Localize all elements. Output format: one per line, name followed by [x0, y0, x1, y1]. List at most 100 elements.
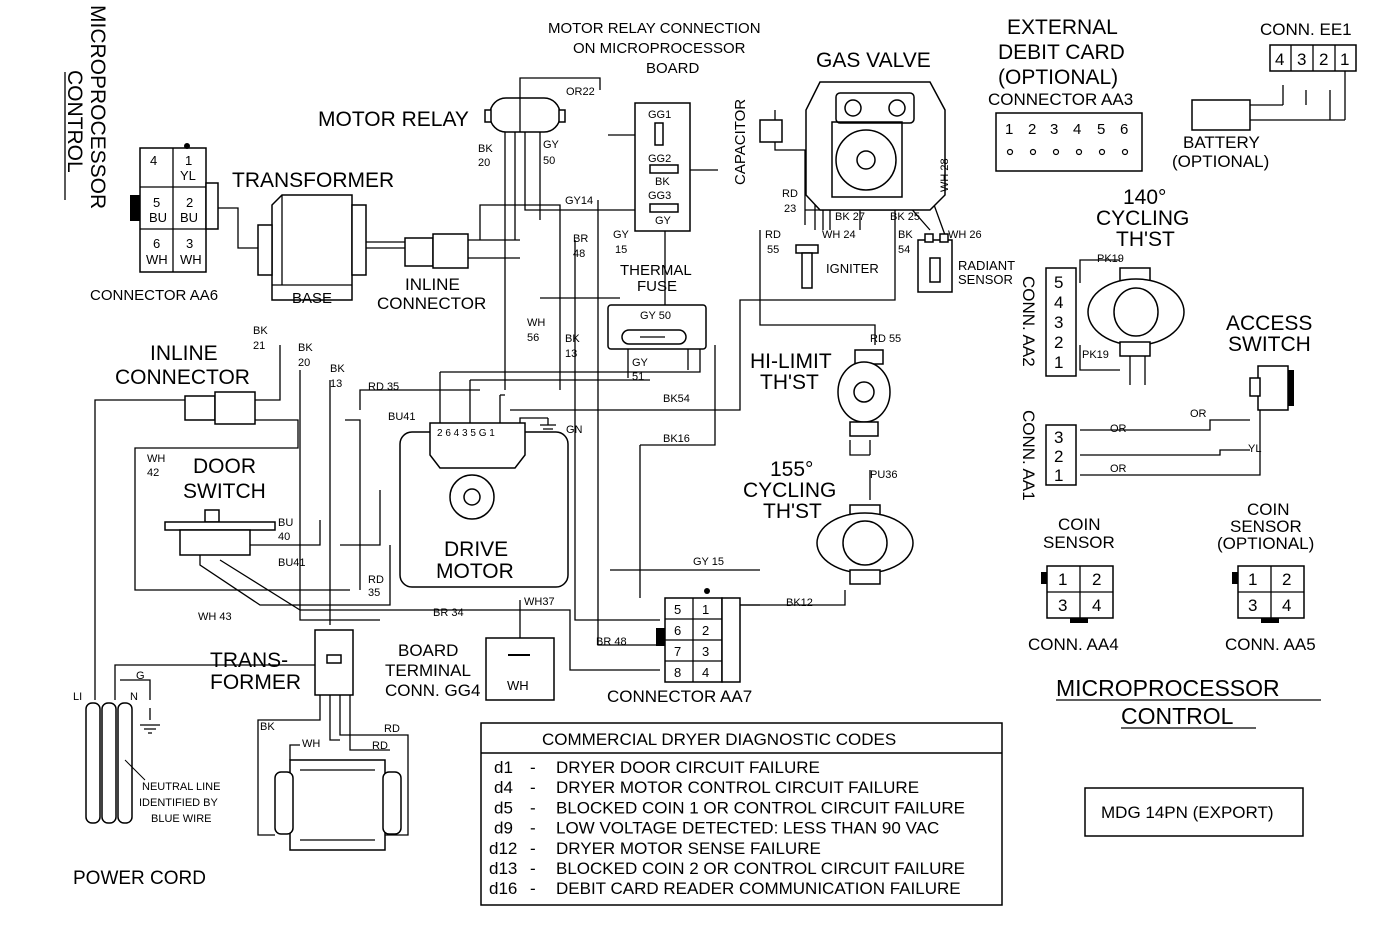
wire-bk16: BK16: [663, 433, 690, 445]
aa2-pin-4: 4: [1054, 293, 1063, 312]
wire-rd55-b: 55: [767, 244, 779, 256]
cyc155-label-2: CYCLING: [743, 479, 836, 502]
transformer-top: TRANSFORMER BASE: [232, 169, 394, 307]
thermal-fuse-label-1: THERMAL: [620, 262, 692, 279]
wire-br34: BR 34: [433, 607, 464, 619]
connector-aa3-label: CONNECTOR AA3: [988, 90, 1133, 109]
diagnostic-code-dash: -: [530, 798, 536, 817]
cyc155-label-3: TH'ST: [763, 500, 822, 523]
diagnostic-code-description: BLOCKED COIN 1 OR CONTROL CIRCUIT FAILUR…: [556, 798, 965, 817]
gas-valve-assembly: CAPACITOR GAS VALVE RD 23 BK 27 BK 25 WH…: [732, 49, 982, 256]
wire-bu41-b: BU41: [278, 557, 306, 569]
aa3-pin-3: 3: [1050, 121, 1058, 138]
diagnostic-code: d5: [494, 798, 513, 817]
door-switch: WH 42 DOOR SWITCH BU 40 BU41 RD 35 WH 43…: [147, 453, 813, 648]
aa5-pin-1: 1: [1248, 570, 1257, 589]
door-switch-label-1: DOOR: [193, 455, 256, 478]
aa4-pin-4: 4: [1092, 596, 1101, 615]
wire-gy14: GY14: [565, 195, 593, 207]
hi-limit-thermostat: HI-LIMIT TH'ST RD 55: [750, 333, 901, 437]
power-cord: LI N G NEUTRAL LINE IDENTIFIED BY BLUE W…: [73, 670, 220, 889]
diagnostic-code-description: BLOCKED COIN 2 OR CONTROL CIRCUIT FAILUR…: [556, 859, 965, 878]
inline-connector-2-label-b: CONNECTOR: [115, 366, 250, 389]
coin-sensor-2-label-b: SENSOR: [1230, 517, 1302, 536]
motor-relay-label: MOTOR RELAY: [318, 108, 469, 131]
aa6-pin-6-color: WH: [146, 252, 168, 267]
aa6-pin-3: 3: [186, 236, 193, 251]
diagnostic-code-description: DRYER DOOR CIRCUIT FAILURE: [556, 758, 820, 777]
microprocessor-control-title: MICROPROCESSOR CONTROL: [1056, 675, 1321, 729]
base-label: BASE: [292, 290, 332, 307]
aa6-pin-4: 4: [150, 153, 157, 168]
neutral-line-label-1: NEUTRAL LINE: [142, 781, 220, 793]
aa4-pin-2: 2: [1092, 570, 1101, 589]
hi-limit-label-1: HI-LIMIT: [750, 350, 832, 373]
wire-bk20-c: BK: [298, 342, 313, 354]
board-terminal-gg4: BOARD TERMINAL CONN. GG4 WH: [385, 637, 555, 701]
wire-wh24: WH 24: [822, 229, 856, 241]
trans-former-label-1: TRANS-: [210, 649, 288, 672]
connector-ee1-label: CONN. EE1: [1260, 20, 1352, 39]
gg3-label: GG3: [648, 190, 671, 202]
diagnostic-code-dash: -: [530, 859, 536, 878]
wire-bu41: BU41: [388, 411, 416, 423]
diagnostic-code-dash: -: [530, 879, 536, 898]
wire-n: N: [130, 691, 138, 703]
aa5-pin-2: 2: [1282, 570, 1291, 589]
wiring: [94, 70, 1346, 836]
aa7-pin-7: 7: [674, 644, 681, 659]
motor-relay: MOTOR RELAY MOTOR RELAY CONNECTION ON MI…: [318, 20, 761, 169]
aa3-pin-2: 2: [1028, 121, 1036, 138]
wire-gy50-a: GY: [543, 139, 560, 151]
aa5-pin-3: 3: [1248, 596, 1257, 615]
external-debit-card: EXTERNAL DEBIT CARD (OPTIONAL) CONNECTOR…: [988, 16, 1143, 172]
connector-aa1-label: CONN. AA1: [1019, 410, 1038, 501]
radiant-sensor-label-2: SENSOR: [958, 272, 1013, 287]
micro-bottom-2: CONTROL: [1121, 703, 1234, 729]
aa7-pin-8: 8: [674, 665, 681, 680]
external-debit-label-3: (OPTIONAL): [998, 66, 1118, 89]
ee1-pin-4: 4: [1275, 50, 1284, 69]
wire-bk25: BK 25: [890, 211, 920, 223]
aa4-pin-1: 1: [1058, 570, 1067, 589]
igniter-label: IGNITER: [826, 261, 879, 276]
diagnostic-code-dash: -: [530, 839, 536, 858]
micro-vertical-1: MICROPROCESSOR: [86, 5, 109, 209]
wire-wh-transformer: WH: [302, 738, 320, 750]
coin-sensor-1-label-a: COIN: [1058, 515, 1101, 534]
aa3-pin-6: 6: [1120, 121, 1128, 138]
wire-bu40-a: BU: [278, 517, 293, 529]
ee1-pin-2: 2: [1319, 50, 1328, 69]
micro-vertical-2: CONTROL: [63, 70, 86, 173]
gg4-wh-label: WH: [507, 678, 529, 693]
board-terminal-label-3: CONN. GG4: [385, 681, 480, 700]
wire-bk54: BK54: [663, 393, 690, 405]
wire-bk54-b: 54: [898, 244, 910, 256]
wire-gy50-b: 50: [543, 155, 555, 167]
radiant-sensor-label-1: RADIANT: [958, 258, 1015, 273]
cyc155-label-1: 155°: [770, 458, 813, 481]
wire-rd35: RD 35: [368, 381, 399, 393]
diagnostic-code-row: d13-BLOCKED COIN 2 OR CONTROL CIRCUIT FA…: [489, 859, 965, 878]
wire-bk-transformer: BK: [260, 721, 275, 733]
door-switch-label-2: SWITCH: [183, 480, 266, 503]
wire-bk20-d: 20: [298, 357, 310, 369]
board-terminal-label-1: BOARD: [398, 641, 458, 660]
coin-sensor-2-label-a: COIN: [1247, 500, 1290, 519]
wire-rd23-b: 23: [784, 203, 796, 215]
wire-wh56-a: WH: [527, 317, 545, 329]
aa6-pin-5-color: BU: [149, 210, 167, 225]
ee1-pin-3: 3: [1297, 50, 1306, 69]
external-debit-label-2: DEBIT CARD: [998, 41, 1125, 64]
wire-wh26: WH 26: [948, 229, 982, 241]
cyc140-label-3: TH'ST: [1116, 228, 1175, 251]
wire-wh28: WH 28: [939, 158, 951, 192]
wire-bk13-c: BK: [565, 333, 580, 345]
diagnostic-code-row: d5- BLOCKED COIN 1 OR CONTROL CIRCUIT FAI…: [494, 798, 965, 817]
gg1-label: GG1: [648, 109, 671, 121]
motor-relay-connection-label-2: ON MICROPROCESSOR: [573, 40, 746, 57]
diagnostic-codes-table: COMMERCIAL DRYER DIAGNOSTIC CODES d1-DRY…: [480, 722, 1003, 906]
aa2-pin-1: 1: [1054, 353, 1063, 372]
motor-relay-connection-label-1: MOTOR RELAY CONNECTION: [548, 20, 761, 37]
aa6-pin-3-color: WH: [180, 252, 202, 267]
